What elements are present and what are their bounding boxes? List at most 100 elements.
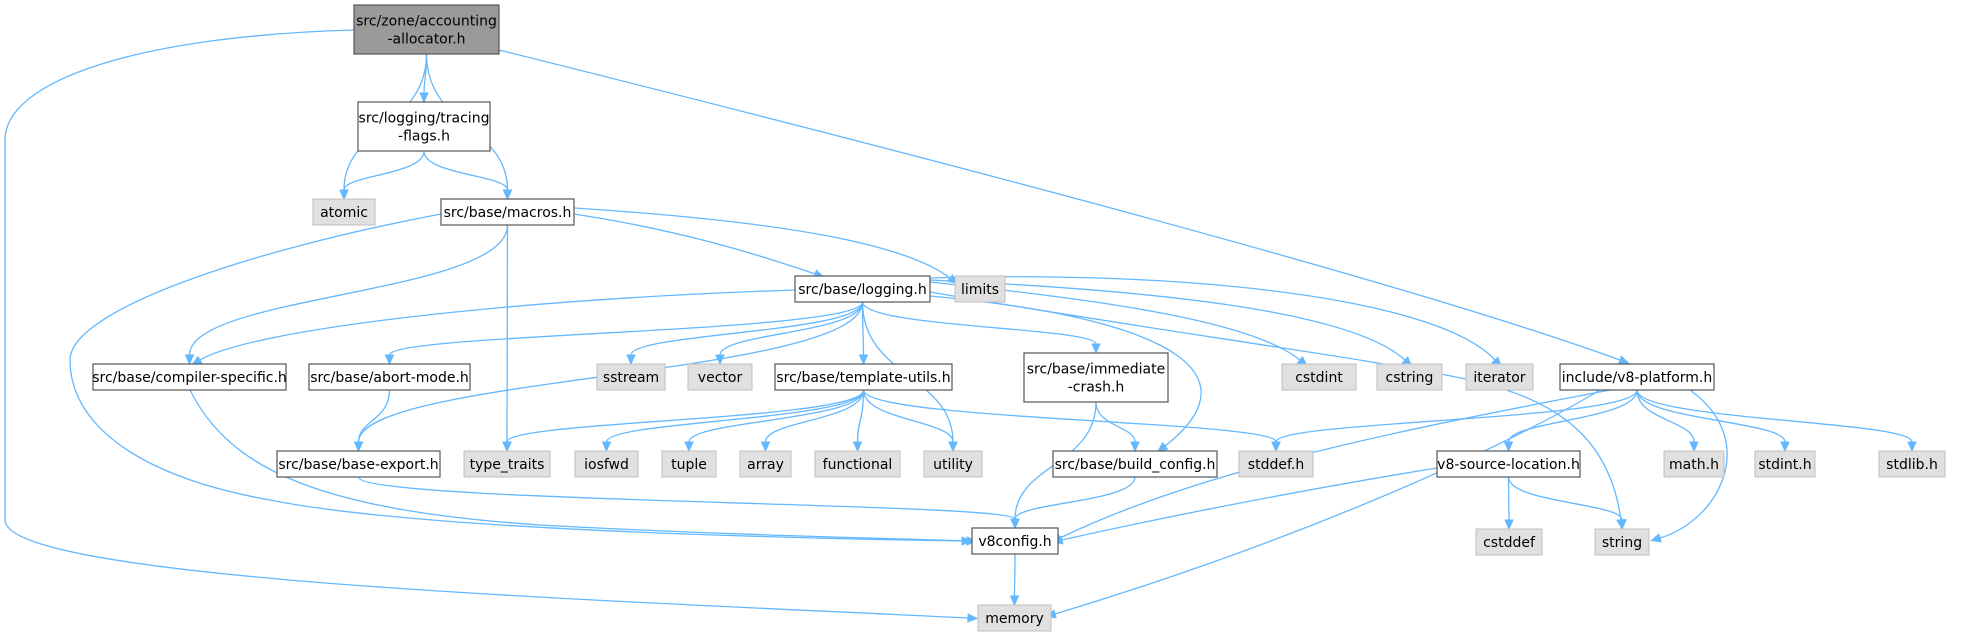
node-label: utility — [933, 457, 973, 473]
node-label: cstring — [1386, 370, 1434, 386]
node-label: math.h — [1669, 457, 1719, 473]
edge-root-to-memory — [4, 29, 979, 623]
node-math: math.h — [1663, 450, 1725, 478]
edge-line — [1014, 476, 1136, 520]
edge-tracing-to-atomic — [339, 150, 425, 201]
edge-logging-to-immediate — [861, 301, 1101, 355]
edge-line — [1507, 476, 1510, 521]
node-immediate[interactable]: src/base/immediate-crash.h — [1023, 352, 1169, 403]
node-label: v8config.h — [978, 534, 1051, 550]
arrowhead — [1503, 441, 1514, 453]
edge-line — [1095, 401, 1136, 443]
arrowhead — [1617, 519, 1627, 531]
edge-line — [861, 301, 1097, 345]
node-logging[interactable]: src/base/logging.h — [794, 275, 931, 303]
node-v8config[interactable]: v8config.h — [971, 527, 1059, 555]
node-baseexport[interactable]: src/base/base-export.h — [276, 450, 441, 478]
node-macros[interactable]: src/base/macros.h — [440, 198, 575, 226]
edge-platform-to-sourceloc — [1503, 389, 1638, 453]
arrowhead — [353, 441, 364, 453]
node-cstddef: cstddef — [1475, 528, 1543, 556]
node-abortmode[interactable]: src/base/abort-mode.h — [308, 363, 471, 391]
edge-template-to-array — [760, 389, 865, 453]
arrowhead — [384, 354, 395, 366]
edge-line — [573, 207, 951, 279]
node-label: include/v8-platform.h — [1562, 370, 1713, 386]
node-label: stddef.h — [1248, 457, 1304, 473]
node-box — [1376, 363, 1443, 391]
node-box — [1754, 450, 1816, 478]
node-label: -flags.h — [398, 129, 450, 145]
edge-line — [1636, 389, 1786, 443]
node-utility: utility — [923, 450, 983, 478]
edge-tracing-to-macros — [423, 150, 513, 201]
node-label: stdint.h — [1758, 457, 1811, 473]
node-typetraits: type_traits — [463, 450, 551, 478]
node-box — [312, 198, 376, 226]
edge-line — [862, 389, 954, 443]
node-label: src/zone/accounting — [356, 14, 497, 30]
node-platform[interactable]: include/v8-platform.h — [1559, 363, 1715, 391]
edge-sourceloc-to-cstddef — [1504, 476, 1514, 531]
edge-line — [1636, 389, 1913, 443]
node-buildconfig[interactable]: src/base/build_config.h — [1052, 450, 1218, 478]
edge-line — [573, 213, 816, 275]
edge-platform-to-stddef — [1271, 389, 1638, 453]
edge-macros-to-logging — [573, 213, 825, 279]
edge-platform-to-stdlib — [1636, 389, 1917, 453]
edge-line — [188, 224, 509, 356]
node-sourceloc[interactable]: v8-source-location.h — [1436, 450, 1581, 478]
node-label: limits — [961, 282, 999, 298]
edge-macros-to-limits — [573, 207, 959, 285]
edge-logging-to-vector — [715, 301, 864, 366]
node-label: cstddef — [1483, 535, 1536, 551]
edge-logging-to-sstream — [626, 301, 864, 366]
arrowhead — [419, 92, 429, 104]
edge-template-to-iosfwd — [601, 389, 865, 453]
node-root[interactable]: src/zone/accounting-allocator.h — [353, 4, 500, 55]
edge-line — [764, 389, 865, 443]
edge-platform-to-stdint — [1636, 389, 1790, 453]
arrowhead — [1617, 355, 1630, 365]
node-box — [357, 101, 491, 152]
edge-line — [1507, 476, 1623, 521]
node-label: -crash.h — [1068, 380, 1125, 396]
node-box — [1559, 363, 1715, 391]
edge-line — [630, 301, 864, 356]
node-box — [1023, 352, 1169, 403]
node-box — [440, 198, 575, 226]
edge-line — [929, 291, 1622, 521]
arrowhead — [1156, 441, 1169, 453]
node-label: type_traits — [470, 457, 545, 473]
node-box — [814, 450, 901, 478]
edge-template-to-functional — [852, 389, 865, 453]
node-template[interactable]: src/base/template-utils.h — [774, 363, 953, 391]
node-tracing[interactable]: src/logging/tracing-flags.h — [357, 101, 491, 152]
arrowhead — [967, 613, 979, 623]
node-box — [353, 4, 500, 55]
node-label: src/base/template-utils.h — [776, 370, 950, 386]
edge-line — [357, 476, 1016, 520]
arrowhead — [852, 441, 863, 453]
node-functional: functional — [814, 450, 901, 478]
node-label: v8-source-location.h — [1437, 457, 1580, 473]
node-compiler[interactable]: src/base/compiler-specific.h — [92, 363, 287, 391]
edge-line — [1061, 467, 1438, 541]
node-label: src/base/base-export.h — [278, 457, 438, 473]
arrowhead — [184, 354, 195, 366]
arrowhead — [1907, 441, 1917, 453]
arrowhead — [715, 354, 725, 366]
node-box — [954, 275, 1006, 303]
arrowhead — [1271, 441, 1281, 453]
node-box — [574, 450, 639, 478]
edge-line — [1054, 389, 1601, 615]
edge-template-to-tuple — [684, 389, 865, 453]
edge-line — [1013, 553, 1016, 597]
node-box — [308, 363, 471, 391]
node-box — [1465, 363, 1534, 391]
node-stdlib: stdlib.h — [1878, 450, 1946, 478]
node-box — [971, 527, 1059, 555]
node-sstream: sstream — [596, 363, 666, 391]
edge-abortmode-to-baseexport — [353, 389, 391, 453]
edge-line — [862, 389, 1277, 443]
